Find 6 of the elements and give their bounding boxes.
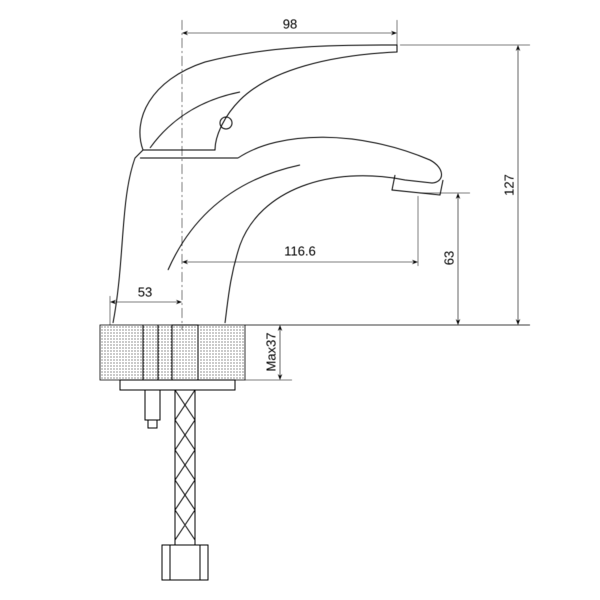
dimension-label: 53 bbox=[138, 287, 152, 297]
dimension-label: Max37 bbox=[266, 333, 276, 370]
dimension-label: 116.6 bbox=[285, 246, 316, 256]
dimension-label: 127 bbox=[504, 174, 514, 195]
dimension-label: 98 bbox=[283, 19, 297, 29]
dimension-label: 63 bbox=[444, 251, 454, 265]
